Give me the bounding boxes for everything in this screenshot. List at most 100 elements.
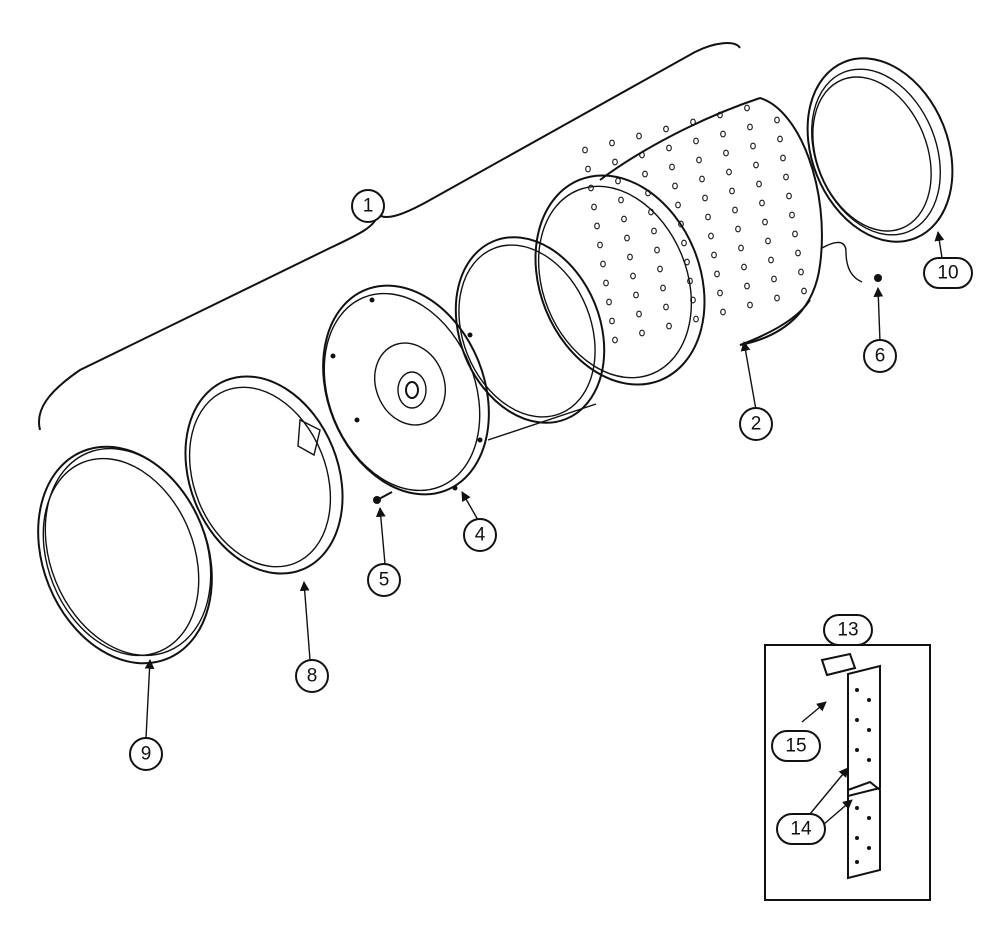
perforation-hole	[645, 189, 651, 197]
callout-8: 8	[295, 659, 329, 693]
ring-8	[184, 375, 344, 575]
svg-text:1: 1	[363, 196, 374, 217]
perforation-hole	[681, 239, 687, 247]
perforation-hole	[747, 123, 753, 131]
perforation-hole	[636, 310, 642, 318]
perforation-hole	[651, 227, 657, 235]
perforation-hole	[699, 175, 705, 183]
perforation-hole	[696, 156, 702, 164]
screw-5	[373, 491, 393, 504]
perforation-hole	[738, 244, 744, 252]
perforation-hole	[708, 232, 714, 240]
perforation-hole	[603, 279, 609, 287]
perforation-hole	[621, 215, 627, 223]
perforation-hole	[711, 251, 717, 259]
perforation-hole	[633, 291, 639, 299]
callout-13: 13	[823, 614, 873, 646]
perforation-hole	[720, 130, 726, 138]
perforation-hole	[642, 170, 648, 178]
bar-hole	[867, 816, 871, 820]
perforation-hole	[771, 275, 777, 283]
perforation-hole	[714, 270, 720, 278]
svg-text:9: 9	[141, 744, 152, 765]
kit-box-13	[764, 644, 931, 901]
perforation-hole	[702, 194, 708, 202]
perforation-hole	[723, 149, 729, 157]
perforation-hole	[660, 284, 666, 292]
callout-14: 14	[776, 813, 826, 845]
callout-9: 9	[129, 737, 163, 771]
svg-text:6: 6	[875, 346, 886, 367]
perforation-hole	[606, 298, 612, 306]
perforation-hole	[732, 206, 738, 214]
bar-hole	[855, 836, 859, 840]
fastener-6	[821, 241, 882, 283]
svg-text:13: 13	[837, 620, 858, 641]
perforation-hole	[801, 287, 807, 295]
perforation-hole	[780, 154, 786, 162]
bar-hole	[855, 860, 859, 864]
perforation-hole	[600, 260, 606, 268]
perforation-hole	[666, 144, 672, 152]
perforation-hole	[792, 230, 798, 238]
part-15-strip	[820, 652, 857, 677]
svg-text:4: 4	[475, 525, 486, 546]
perforation-hole	[615, 177, 621, 185]
perforation-hole	[744, 104, 750, 112]
bar-holes	[855, 688, 871, 864]
drum-perforations	[582, 104, 807, 344]
back-plate-4	[322, 284, 597, 496]
svg-text:5: 5	[379, 570, 390, 591]
callout-15: 15	[771, 730, 821, 762]
leader-lines	[144, 231, 945, 825]
perforation-hole	[663, 125, 669, 133]
perforation-hole	[741, 263, 747, 271]
perforation-hole	[630, 272, 636, 280]
drum-cylinder-2	[534, 97, 823, 386]
perforation-hole	[705, 213, 711, 221]
perforation-hole	[768, 256, 774, 264]
svg-text:10: 10	[937, 263, 958, 284]
callout-1: 1	[351, 189, 385, 223]
perforation-hole	[750, 142, 756, 150]
perforation-hole	[717, 111, 723, 119]
perforation-hole	[774, 116, 780, 124]
perforation-hole	[654, 246, 660, 254]
perforation-hole	[585, 165, 591, 173]
perforation-hole	[675, 201, 681, 209]
svg-text:15: 15	[785, 736, 806, 757]
perforation-hole	[774, 294, 780, 302]
perforation-hole	[729, 187, 735, 195]
perforation-hole	[747, 301, 753, 309]
perforation-hole	[591, 203, 597, 211]
bar-hole	[867, 728, 871, 732]
perforation-hole	[687, 277, 693, 285]
perforation-hole	[663, 303, 669, 311]
perforation-hole	[744, 282, 750, 290]
perforation-hole	[639, 151, 645, 159]
svg-text:14: 14	[790, 819, 812, 840]
perforation-hole	[666, 322, 672, 330]
perforation-hole	[612, 336, 618, 344]
callout-2: 2	[739, 407, 773, 441]
perforation-hole	[753, 161, 759, 169]
assembly-bracket	[38, 42, 741, 431]
rim-ring-10	[806, 57, 954, 243]
perforation-hole	[786, 192, 792, 200]
perforation-hole	[648, 208, 654, 216]
svg-text:2: 2	[751, 414, 762, 435]
perforation-hole	[609, 317, 615, 325]
perforation-hole	[735, 225, 741, 233]
callout-6: 6	[863, 339, 897, 373]
perforation-hole	[720, 308, 726, 316]
perforation-hole	[582, 146, 588, 154]
perforation-hole	[762, 218, 768, 226]
callout-4: 4	[463, 518, 497, 552]
perforation-hole	[693, 137, 699, 145]
perforation-hole	[789, 211, 795, 219]
bar-hole	[855, 748, 859, 752]
bar-hole	[867, 846, 871, 850]
perforation-hole	[756, 180, 762, 188]
callout-10: 10	[923, 257, 973, 289]
